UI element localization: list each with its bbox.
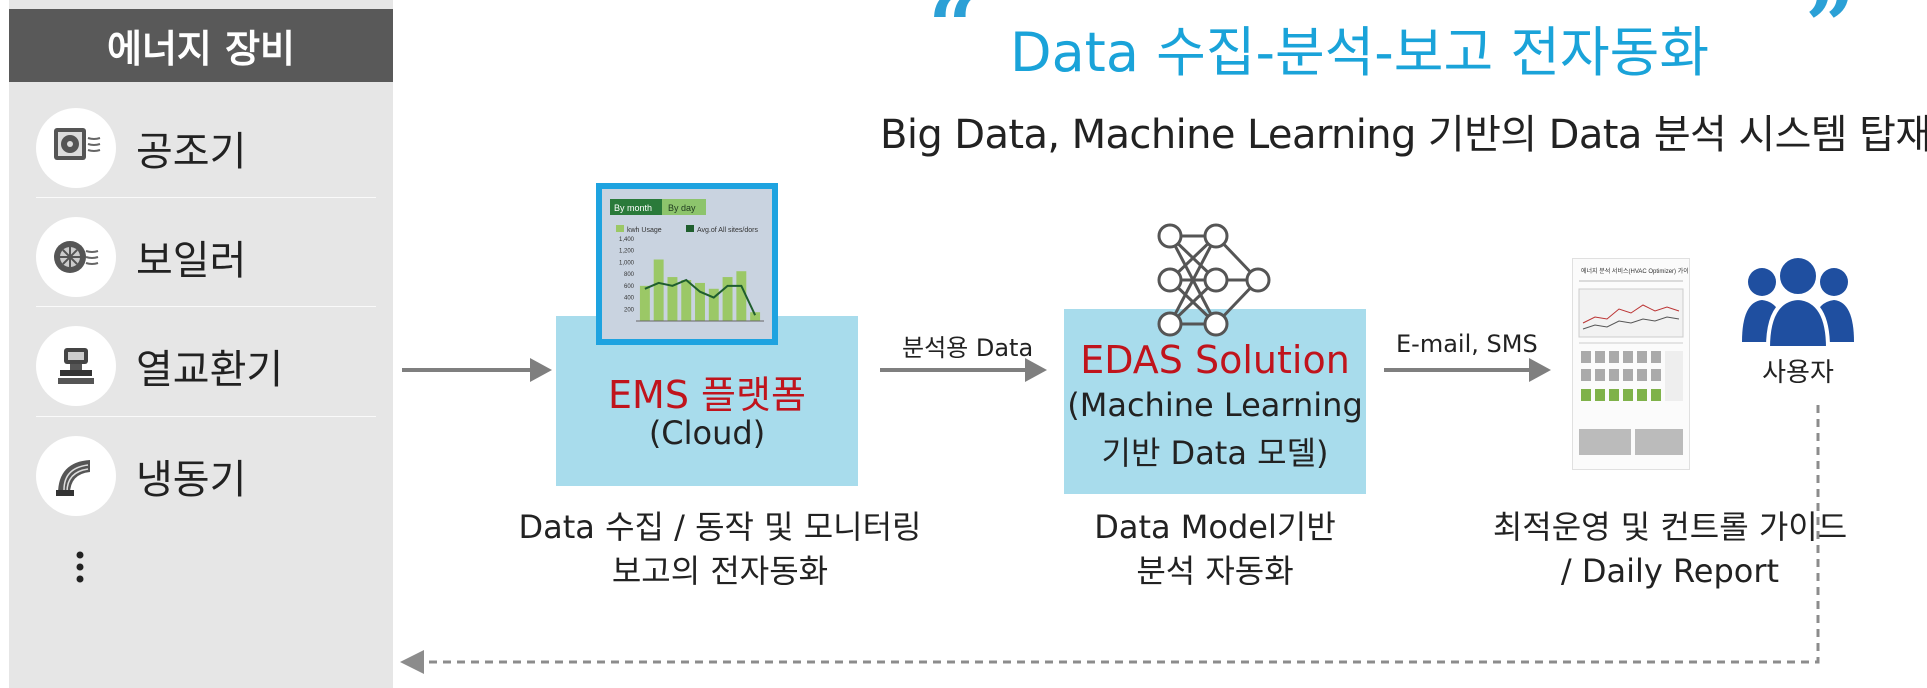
y-tick-label: 600 <box>624 284 635 290</box>
close-quote-mark: ” <box>1805 0 1856 78</box>
equipment-item-chiller: 냉동기 <box>36 434 376 518</box>
air-handler-icon <box>36 108 116 188</box>
usage-bar <box>722 277 733 321</box>
usage-bar <box>750 312 761 321</box>
edas-solution-box <box>1064 309 1366 494</box>
y-tick-label: 800 <box>624 272 635 278</box>
tab-by-day <box>662 199 706 215</box>
y-tick-label: 1,200 <box>619 249 635 255</box>
edas-caption-line1: Data Model기반 <box>1094 508 1336 546</box>
usage-bar <box>695 282 705 321</box>
usage-bar <box>736 271 747 321</box>
sub-title: Big Data, Machine Learning 기반의 Data 분석 시… <box>880 112 1927 158</box>
equipment-item-air-handler: 공조기 <box>36 106 376 190</box>
usage-bar <box>653 259 664 321</box>
arrow-edas-to-report <box>1384 358 1551 382</box>
tab-by-day-label: By day <box>668 203 696 213</box>
usage-bar <box>639 285 650 321</box>
daily-report-thumbnail: 에너지 분석 서비스(HVAC Optimizer) 가이드 <box>1572 258 1695 470</box>
neural-network-icon <box>1157 223 1271 337</box>
equipment-item-boiler: 보일러 <box>36 215 376 299</box>
boiler-icon <box>36 217 116 297</box>
report-title: 에너지 분석 서비스(HVAC Optimizer) 가이드 <box>1581 267 1689 275</box>
legend-line-label: Avg.of All sites/dors <box>697 227 758 234</box>
equipment-item-heat-exchanger: 열교환기 <box>36 324 376 408</box>
usage-bar <box>681 280 692 321</box>
user-label: 사용자 <box>1762 358 1834 388</box>
sidebar-header: 에너지 장비 <box>9 9 393 82</box>
ems-caption-line2: 보고의 전자동화 <box>611 552 829 590</box>
divider <box>36 197 376 198</box>
report-caption-line1: 최적운영 및 컨트롤 가이드 <box>1492 508 1848 546</box>
flow-label-analysis-data: 분석용 Data <box>902 334 1034 362</box>
edas-solution-sub-line2: 기반 Data 모델) <box>1101 434 1329 472</box>
feedback-dashed-arrow <box>400 405 1820 674</box>
ems-platform-title: EMS 플랫폼 <box>608 373 806 417</box>
ems-dashboard-thumbnail: By month By day kwh Usage Avg.of All sit… <box>602 189 772 339</box>
divider <box>36 306 376 307</box>
chiller-icon <box>36 436 116 516</box>
arrow-into-ems <box>402 358 552 382</box>
edas-caption-line2: 분석 자동화 <box>1136 552 1294 590</box>
ems-caption-line1: Data 수집 / 동작 및 모니터링 <box>518 508 922 546</box>
y-tick-label: 200 <box>624 307 635 313</box>
equipment-label: 냉동기 <box>136 457 247 503</box>
tab-by-month-label: By month <box>614 203 652 213</box>
heat-exchanger-icon <box>36 326 116 406</box>
edas-solution-title: EDAS Solution <box>1080 338 1350 382</box>
equipment-label: 열교환기 <box>136 347 284 393</box>
legend-bar-label: kwh Usage <box>627 227 662 234</box>
report-caption-line2: / Daily Report <box>1560 552 1780 590</box>
open-quote-mark: “ <box>928 0 979 78</box>
usage-bar <box>667 277 678 321</box>
users-group-icon <box>1742 254 1854 350</box>
usage-bar <box>708 288 719 321</box>
average-line <box>644 278 757 316</box>
y-tick-label: 1,400 <box>619 237 635 243</box>
ems-platform-subtitle: (Cloud) <box>648 414 766 452</box>
report-document-preview: 에너지 분석 서비스(HVAC Optimizer) 가이드 <box>1578 267 1695 455</box>
y-tick-label: 1,000 <box>619 260 635 266</box>
more-dots-icon <box>76 551 84 583</box>
divider <box>36 416 376 417</box>
equipment-label: 보일러 <box>136 238 247 284</box>
edas-solution-sub-line1: (Machine Learning <box>1067 386 1363 424</box>
ems-dashboard-frame: By month By day kwh Usage Avg.of All sit… <box>596 183 778 345</box>
tab-by-month <box>610 199 662 215</box>
y-tick-label: 400 <box>624 296 635 302</box>
arrow-ems-to-edas <box>880 358 1047 382</box>
equipment-label: 공조기 <box>136 129 247 175</box>
main-title: Data 수집-분석-보고 전자동화 <box>1010 21 1710 84</box>
flow-label-email-sms: E-mail, SMS <box>1396 330 1538 358</box>
